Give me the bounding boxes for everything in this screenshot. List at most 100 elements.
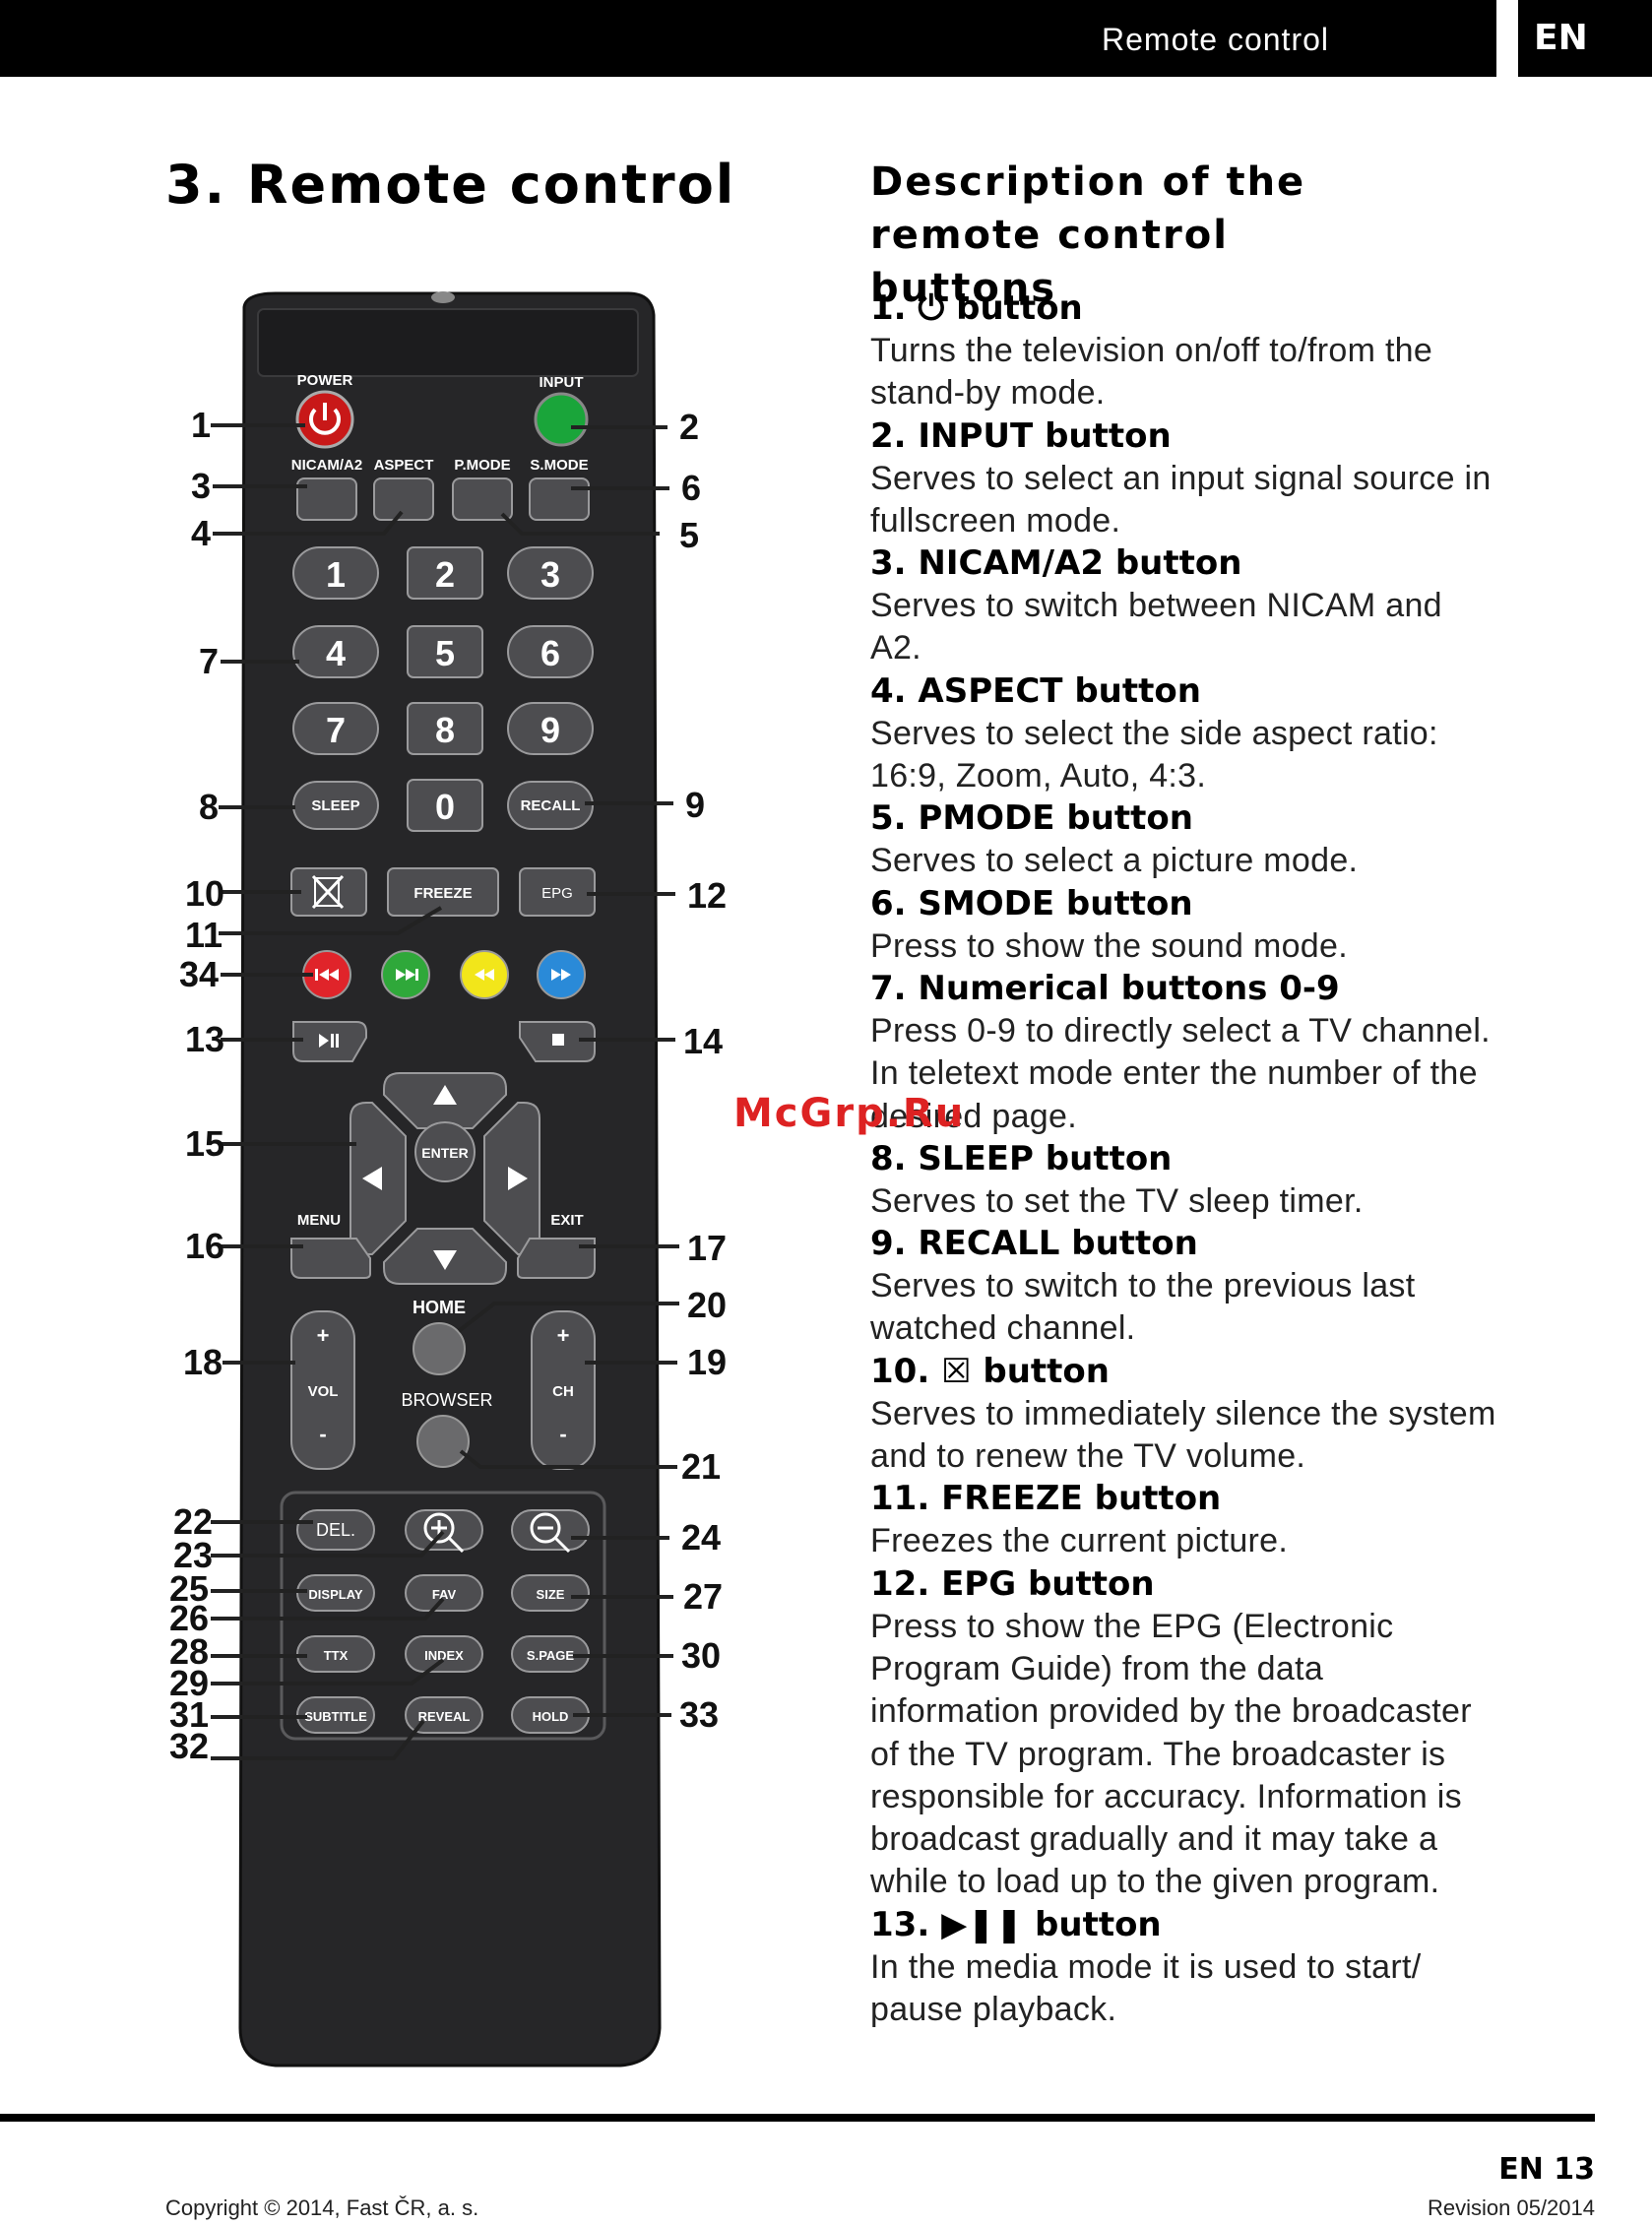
description-body: Press to show the EPG (Electronic Progra… xyxy=(870,1607,1472,1901)
callout-11: 11 xyxy=(185,915,222,955)
play-pause-icon xyxy=(319,1034,339,1048)
nicam-button[interactable] xyxy=(296,477,357,521)
digit-9-button[interactable] xyxy=(507,702,594,755)
callout-5: 5 xyxy=(679,515,699,555)
description-body: Press to show the sound mode. xyxy=(870,926,1348,965)
freeze-label: FREEZE xyxy=(413,885,472,902)
vol-label: VOL xyxy=(308,1383,339,1400)
description-head: 4. ASPECT button xyxy=(870,670,1201,711)
top-bar: Remote control EN xyxy=(0,0,1652,77)
callout-23: 23 xyxy=(173,1535,213,1575)
pmode-button[interactable] xyxy=(452,477,513,521)
size-label: SIZE xyxy=(537,1587,565,1602)
description-head: 11. FREEZE button xyxy=(870,1479,1222,1519)
description-item: 6. SMODE button Press to show the sound … xyxy=(870,883,1500,968)
arrow-left-icon xyxy=(362,1167,382,1190)
browser-button[interactable] xyxy=(416,1415,470,1468)
delete-button[interactable] xyxy=(296,1509,375,1551)
callout-28: 28 xyxy=(169,1631,209,1672)
description-item: 12. EPG button Press to show the EPG (El… xyxy=(870,1563,1500,1904)
running-title: Remote control xyxy=(1102,22,1329,57)
recall-label: RECALL xyxy=(521,797,581,814)
description-head: 6. SMODE button xyxy=(870,883,1193,923)
nicam-label: NICAM/A2 xyxy=(291,457,363,474)
description-body: Serves to set the TV sleep timer. xyxy=(870,1181,1364,1220)
menu-button[interactable] xyxy=(290,1238,371,1279)
digit-7-button[interactable] xyxy=(292,702,379,755)
digit-0-button[interactable] xyxy=(407,779,483,832)
callout-29: 29 xyxy=(169,1663,209,1703)
index-label: INDEX xyxy=(424,1648,464,1663)
description-body: Press 0-9 to directly select a TV channe… xyxy=(870,1011,1491,1135)
description-body: Serves to switch between NICAM and A2. xyxy=(870,587,1442,668)
menu-label: MENU xyxy=(297,1212,341,1229)
smode-button[interactable] xyxy=(529,477,590,521)
digit-1: 1 xyxy=(326,554,346,595)
description-item: 10. ☒ button Serves to immediately silen… xyxy=(870,1351,1500,1479)
zoom-out-button[interactable] xyxy=(511,1509,590,1551)
page-number: EN 13 xyxy=(1498,2152,1595,2187)
digit-4-button[interactable] xyxy=(292,625,379,678)
index-button[interactable] xyxy=(405,1635,483,1673)
fast-forward-icon xyxy=(551,969,571,981)
watermark: McGrp.Ru xyxy=(733,1091,966,1136)
input-button[interactable] xyxy=(534,392,589,447)
home-button[interactable] xyxy=(413,1322,466,1375)
callout-32: 32 xyxy=(169,1726,209,1766)
description-body: Serves to select a picture mode. xyxy=(870,842,1359,880)
callout-9: 9 xyxy=(685,785,705,825)
description-item: 9. RECALL button Serves to switch to the… xyxy=(870,1223,1500,1351)
freeze-button[interactable] xyxy=(387,867,499,917)
display-label: DISPLAY xyxy=(308,1587,362,1602)
digit-5: 5 xyxy=(435,633,455,673)
arrow-down-icon xyxy=(433,1250,457,1270)
callout-1: 1 xyxy=(191,405,211,445)
exit-button[interactable] xyxy=(517,1238,596,1279)
callout-34: 34 xyxy=(179,954,219,994)
enter-button[interactable] xyxy=(414,1121,476,1182)
aspect-button[interactable] xyxy=(373,477,434,521)
hold-label: HOLD xyxy=(533,1709,569,1724)
volume-up-label: + xyxy=(317,1323,330,1348)
zoom-in-icon xyxy=(423,1512,465,1554)
callout-14: 14 xyxy=(683,1021,723,1061)
digit-8-button[interactable] xyxy=(407,702,483,755)
description-item: 13. ▶❚❚ button In the media mode it is u… xyxy=(870,1904,1500,2032)
arrow-right-icon xyxy=(508,1167,528,1190)
exit-label: EXIT xyxy=(550,1212,583,1229)
input-label: INPUT xyxy=(540,374,584,391)
size-button[interactable] xyxy=(511,1574,590,1612)
callout-16: 16 xyxy=(185,1226,224,1266)
digit-5-button[interactable] xyxy=(407,625,483,678)
callout-26: 26 xyxy=(169,1598,209,1638)
digit-2: 2 xyxy=(435,554,455,595)
previous-icon xyxy=(315,969,339,981)
description-item: 4. ASPECT button Serves to select the si… xyxy=(870,670,1500,798)
callout-30: 30 xyxy=(681,1635,721,1676)
digit-9: 9 xyxy=(540,710,560,750)
digit-3-button[interactable] xyxy=(507,546,594,600)
reveal-button[interactable] xyxy=(405,1696,483,1734)
mute-icon xyxy=(311,874,345,910)
digit-2-button[interactable] xyxy=(407,546,483,600)
reveal-label: REVEAL xyxy=(418,1709,471,1724)
sleep-label: SLEEP xyxy=(311,797,359,814)
description-item: 5. PMODE button Serves to select a pictu… xyxy=(870,797,1500,882)
description-body: Serves to select an input signal source … xyxy=(870,459,1492,540)
play-pause-button[interactable] xyxy=(292,1021,367,1062)
description-body: Serves to immediately silence the system… xyxy=(870,1394,1496,1476)
fav-button[interactable] xyxy=(405,1574,483,1612)
description-body: In the media mode it is used to start/ p… xyxy=(870,1947,1422,2029)
rewind-icon xyxy=(475,969,494,981)
ttx-label: TTX xyxy=(324,1648,349,1663)
description-item: 3. NICAM/A2 button Serves to switch betw… xyxy=(870,542,1500,670)
volume-rocker[interactable] xyxy=(290,1310,355,1470)
callout-20: 20 xyxy=(687,1285,727,1325)
power-label: POWER xyxy=(297,372,353,389)
zoom-in-button[interactable] xyxy=(405,1509,483,1551)
callout-4: 4 xyxy=(191,513,211,553)
digit-6-button[interactable] xyxy=(507,625,594,678)
epg-label: EPG xyxy=(541,885,573,902)
power-icon xyxy=(309,403,341,435)
digit-1-button[interactable] xyxy=(292,546,379,600)
